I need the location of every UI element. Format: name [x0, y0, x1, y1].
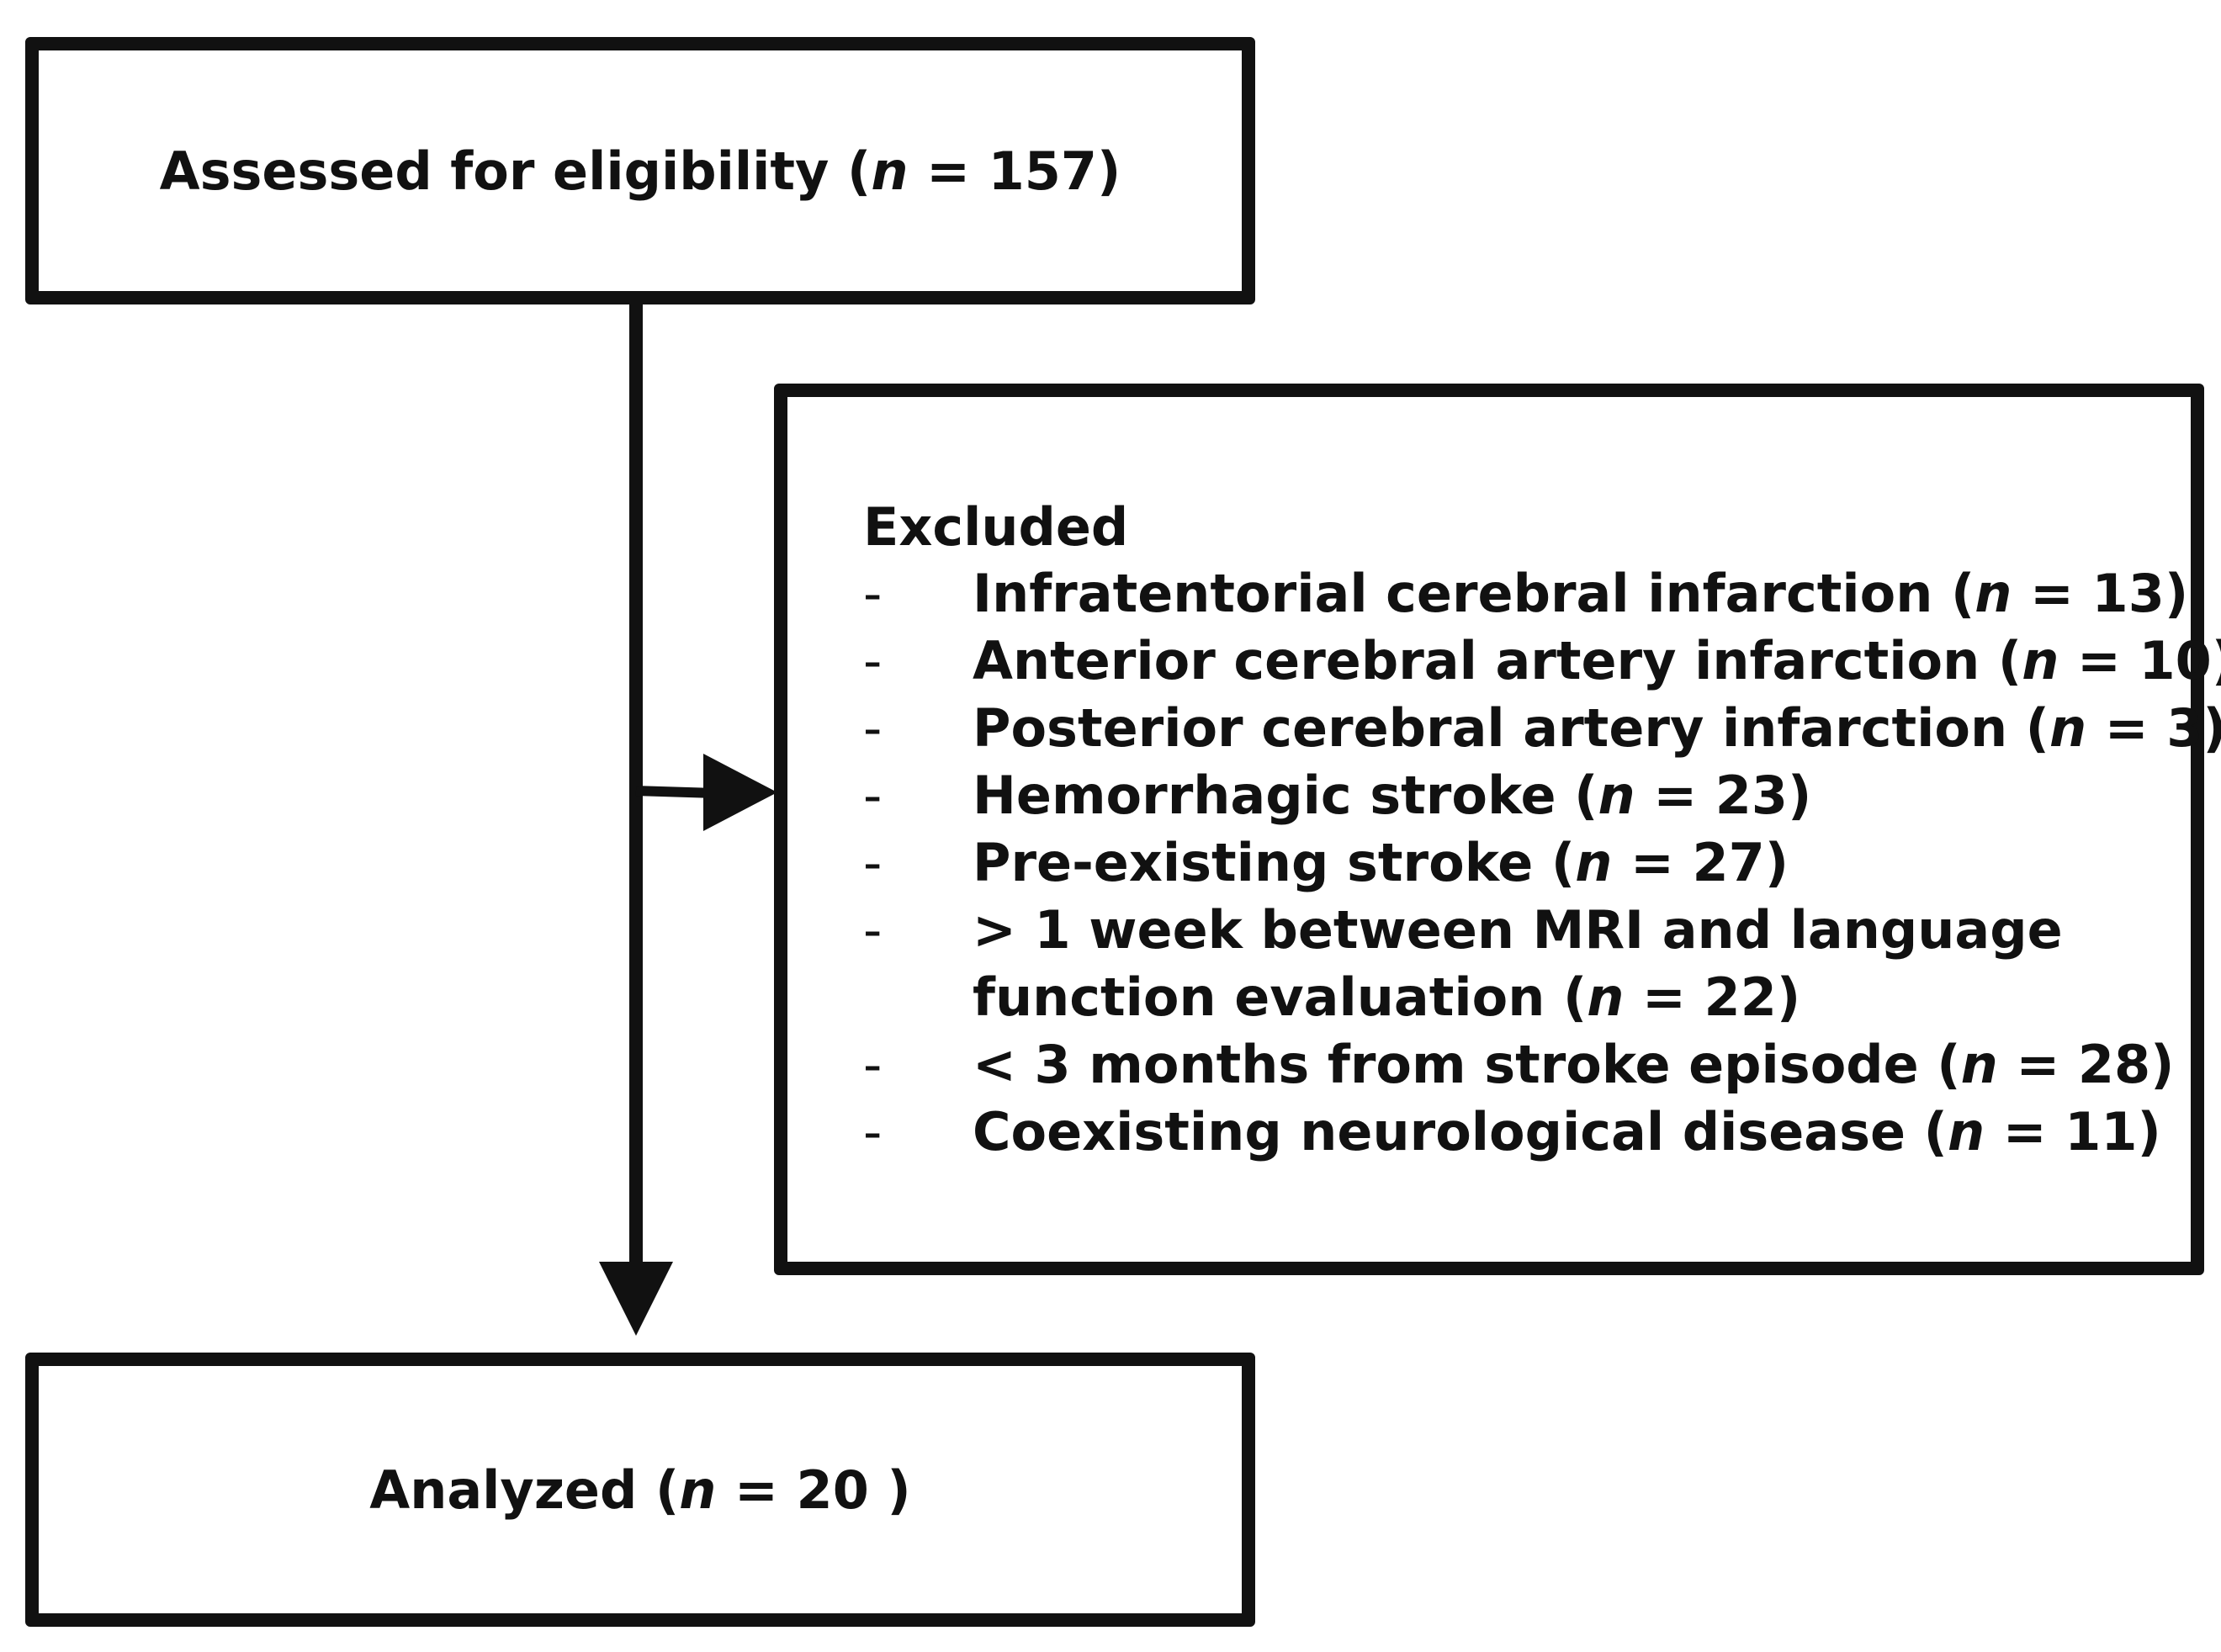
exclusion-list: - Infratentorial cerebral infarction (n … — [863, 560, 2221, 1166]
exclusion-item-preexisting: - Pre-existing stroke (n = 27) — [863, 832, 1789, 893]
analyzed-label: Analyzed (n = 20 ) — [369, 1459, 911, 1521]
excluded-box: Excluded - Infratentorial cerebral infar… — [774, 384, 2221, 1275]
right-arrowhead — [703, 754, 777, 831]
exclusion-item-neurological: - Coexisting neurological disease (n = 1… — [863, 1101, 2161, 1162]
excluded-title: Excluded — [863, 496, 1129, 558]
exclusion-item-posterior: - Posterior cerebral artery infarction (… — [863, 697, 2221, 759]
exclusion-arrow-shaft — [635, 786, 716, 798]
assessed-label: Assessed for eligibility (n = 157) — [159, 140, 1121, 202]
exclusion-item-infratentorial: - Infratentorial cerebral infarction (n … — [863, 563, 2189, 624]
assessed-box: Assessed for eligibility (n = 157) — [25, 37, 1255, 304]
analyzed-box: Analyzed (n = 20 ) — [25, 1353, 1255, 1627]
exclusion-item-mri-interval: - > 1 week between MRI and language func… — [863, 899, 2063, 1028]
exclusion-item-anterior: - Anterior cerebral artery infarction (n… — [863, 630, 2221, 691]
exclusion-item-hemorrhagic: - Hemorrhagic stroke (n = 23) — [863, 765, 1812, 826]
down-arrowhead — [599, 1262, 673, 1336]
exclusion-item-time-from-stroke: - < 3 months from stroke episode (n = 28… — [863, 1034, 2175, 1095]
